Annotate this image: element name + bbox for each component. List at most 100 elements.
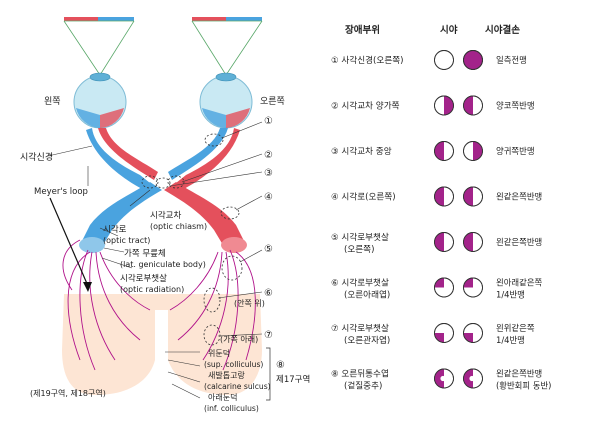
lesion-marker-5: ⑤ (264, 244, 273, 255)
meyers-loop-arrow (49, 197, 89, 287)
row-defect-label: 왼같은쪽반맹 (496, 192, 542, 202)
table-header-field: 시야 (440, 24, 458, 36)
lower-bank-label: (가쪽 아래) (220, 334, 258, 344)
occipital-cortex (62, 294, 155, 395)
optic-radiation-fibers (62, 239, 256, 371)
left-eye-field-icon (434, 95, 454, 116)
lgb-en-label: (lat. geniculate body) (120, 260, 206, 269)
view-cones (63, 20, 263, 76)
right-eye-field-icon (463, 95, 483, 116)
upper-bank-label: (안쪽 위) (234, 298, 265, 308)
right-eye-field-bar-blue (226, 17, 262, 21)
radiation-en-label: (optic radiation) (120, 285, 184, 294)
radiation-kr-label: 시각로부챗살 (120, 273, 167, 284)
left-eye-field-icon (434, 141, 454, 161)
left-eyeball (73, 72, 127, 129)
row-site-label: ⑥ 시각로부챗살 (331, 277, 389, 289)
table-header-site: 장애부위 (345, 24, 380, 36)
right-eye-field-icon (463, 232, 483, 252)
table-row: ⑦ 시각로부챗살(오른관자엽) 왼위같은쪽 1/4반맹 (331, 322, 535, 346)
lesion-marker-3: ③ (264, 168, 273, 179)
right-lgb (221, 237, 247, 253)
area17-number: ⑧ (276, 360, 285, 371)
row-site-label: ① 사각신경(오른쪽) (331, 54, 404, 66)
occipital-cortex-right (168, 294, 262, 395)
row-site-sublabel: (오른아래엽) (344, 290, 390, 301)
chiasm-kr-label: 시각교차 (150, 210, 181, 221)
row-site-label: ⑦ 시각로부챗살 (331, 322, 389, 334)
table-row: ② 시각교차 양가쪽 양코쪽반맹 (331, 95, 535, 116)
eye-right-label: 오른쪽 (260, 96, 285, 107)
left-eye-field-icon (434, 50, 454, 70)
left-eye-field-bar-blue (98, 17, 134, 21)
left-optic-tract (80, 182, 162, 250)
eye-left-label: 왼쪽 (44, 96, 61, 107)
table-row: ⑤ 시각로부챗살(오른쪽) 왼같은쪽반맹 (331, 231, 542, 255)
lesion-marker-4: ④ (264, 192, 273, 203)
right-optic-nerve-blue (168, 128, 228, 180)
left-eye-field-icon (434, 186, 454, 207)
row-defect-label: 왼아래같은쪽 (496, 278, 543, 288)
optic-tract-en-label: (optic tract) (103, 236, 150, 245)
cuneus-kr-label: 위둔덕 (208, 348, 230, 358)
row-site-label: ④ 시각로(오른쪽) (331, 191, 396, 203)
meyers-loop-arrowhead (83, 282, 92, 292)
row-defect-label: 일측전맹 (496, 55, 527, 65)
row-defect-label: 양귀쪽반맹 (496, 146, 535, 156)
row-defect-sublabel: 1/4반맹 (496, 290, 525, 300)
row-site-label: ② 시각교차 양가쪽 (331, 100, 400, 112)
right-eye-field-icon (463, 186, 483, 207)
row-site-sublabel: (오른관자엽) (344, 335, 390, 346)
row-site-sublabel: (겉질중추) (344, 380, 382, 392)
row-defect-label: 왼같은쪽반맹 (496, 237, 542, 247)
lingual-kr-label: 아래둔덕 (208, 392, 237, 402)
left-eye-field-bar-red (64, 17, 98, 21)
right-eye-field-icon (463, 323, 483, 343)
table-row: ④ 시각로(오른쪽) 왼같은쪽반맹 (331, 186, 542, 207)
row-site-label: ⑧ 오른뒤통수엽 (331, 368, 389, 380)
leader-lines (47, 121, 263, 399)
row-site-label: ⑤ 시각로부챗살 (331, 231, 389, 243)
right-eye-field-icon (463, 50, 483, 70)
table-row: ③ 시각교차 중앙 양귀쪽반맹 (331, 141, 535, 161)
table-row: ① 사각신경(오른쪽) 일측전맹 (331, 50, 527, 70)
left-optic-nerve-blue (86, 128, 150, 190)
table-row: ⑧ 오른뒤통수엽(겉질중추) 왼같은쪽반맹 (황반회피 동반) (331, 368, 551, 392)
table-rows: ① 사각신경(오른쪽) 일측전맹 ② 시각교차 양가쪽 양코쪽반맹 ③ 시각교차 중앙 양… (331, 50, 551, 392)
left-eye-field-icon (434, 277, 454, 298)
row-defect-sublabel: 1/4반맹 (496, 335, 525, 345)
area17-label: 제17구역 (276, 374, 310, 385)
table-row: ⑥ 시각로부챗살(오른아래엽) 왼아래같은쪽 1/4반맹 (331, 277, 543, 301)
right-eyeball (199, 72, 253, 129)
calcarine-kr-label: 새발톱고랑 (208, 370, 245, 380)
row-defect-label: 왼같은쪽반맹 (496, 369, 542, 379)
optic-nerve-label: 시각신경 (20, 151, 53, 163)
optic-tract-kr-label: 시각로 (103, 224, 127, 235)
row-defect-label: 양코쪽반맹 (496, 101, 535, 111)
lgb-kr-label: 가쪽 무릎체 (124, 248, 166, 259)
area1918-label: (제19구역, 제18구역) (30, 388, 106, 398)
lingual-en-label: (inf. colliculus) (204, 404, 259, 413)
right-eye-field-icon (463, 141, 483, 161)
right-eye-field-icon (463, 368, 483, 389)
cuneus-en-label: (sup. colliculus) (204, 360, 263, 369)
row-defect-sublabel: (황반회피 동반) (496, 381, 551, 391)
left-eye-field-icon (434, 368, 454, 389)
calcarine-en-label: (calcarine sulcus) (204, 382, 271, 391)
row-site-sublabel: (오른쪽) (344, 244, 374, 255)
meyers-loop-label: Meyer's loop (34, 187, 88, 197)
row-defect-label: 왼위같은쪽 (496, 323, 535, 333)
row-site-label: ③ 시각교차 중앙 (331, 145, 392, 157)
left-eye-field-icon (434, 232, 454, 252)
right-eye-field-bar-red (192, 17, 226, 21)
area17-bracket (266, 347, 271, 401)
lesion-marker-2: ② (264, 150, 273, 161)
chiasm-en-label: (optic chiasm) (150, 222, 207, 231)
pathway-diagram: 왼쪽 오른쪽 시각신경 Meyer's loop 시각교차 (optic chi… (20, 17, 310, 413)
left-eye-field-icon (434, 323, 454, 343)
right-eye-field-icon (463, 277, 483, 298)
lesion-marker-7: ⑦ (264, 330, 273, 341)
left-lgb (79, 237, 105, 253)
lesion-marker-6: ⑥ (264, 288, 273, 299)
